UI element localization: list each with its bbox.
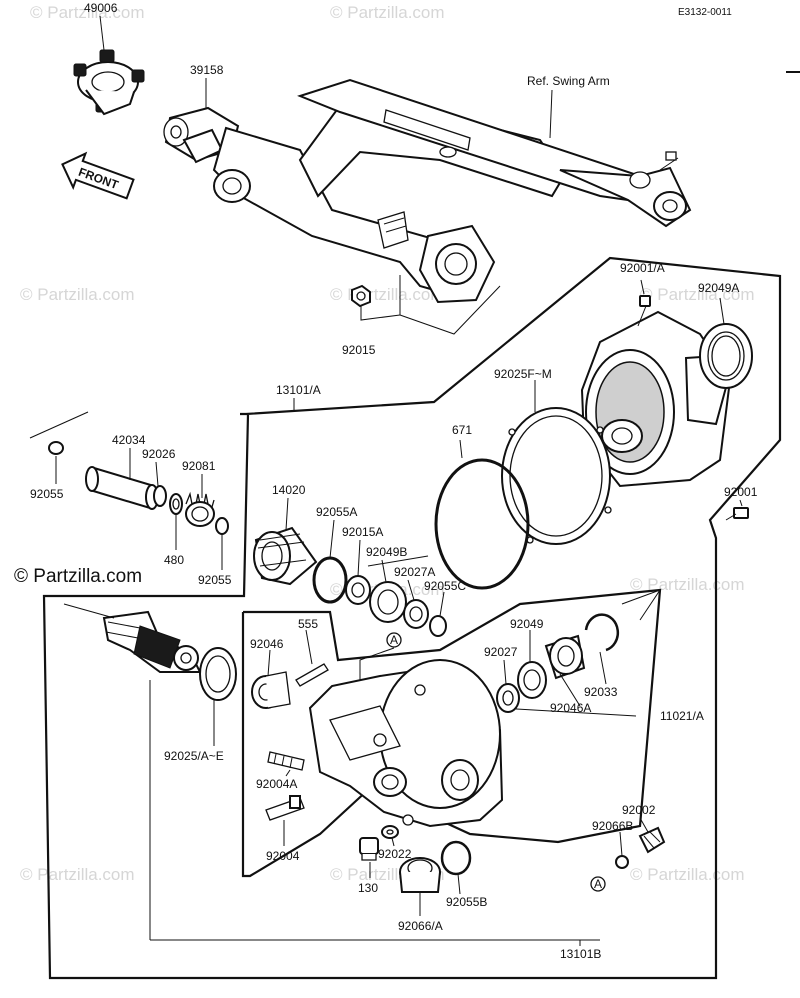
marker-a-text: A (594, 877, 602, 891)
part-92022-washer (381, 825, 399, 839)
callout-39158: 39158 (190, 63, 224, 77)
callout-671: 671 (452, 423, 472, 437)
callout-42034: 42034 (112, 433, 146, 447)
callout-92026: 92026 (142, 447, 176, 461)
frame-11021a (241, 588, 662, 878)
callout-92081: 92081 (182, 459, 216, 473)
watermark-text: © Partzilla.com (640, 285, 755, 304)
callout-92022: 92022 (378, 847, 412, 861)
callout-13101a: 13101/A (276, 383, 321, 397)
part-92049a-seal (699, 323, 753, 389)
callout-92033: 92033 (584, 685, 618, 699)
part-92015a-nut (345, 575, 371, 605)
callout-92049b: 92049B (366, 545, 407, 559)
part-92066b-cap (615, 855, 629, 869)
part-92081-spring (185, 491, 215, 527)
part-92046-bearing (251, 671, 291, 709)
callout-14020: 14020 (272, 483, 306, 497)
diagram-code: E3132-0011 (678, 7, 732, 18)
part-92004a-stud (267, 751, 305, 771)
watermark-text-dark: © Partzilla.com (14, 566, 142, 587)
part-92055c-oring (429, 615, 447, 637)
part-92027-collar (496, 683, 520, 713)
part-92025ae-shim (199, 647, 237, 701)
callout-92004: 92004 (266, 849, 300, 863)
watermark-text: © Partzilla.com (330, 3, 445, 22)
callout-92046: 92046 (250, 637, 284, 651)
watermark-text: © Partzilla.com (20, 285, 135, 304)
callout-92027: 92027 (484, 645, 518, 659)
watermark-text: © Partzilla.com (20, 865, 135, 884)
callout-92049a: 92049A (698, 281, 739, 295)
part-92049b-seal (369, 581, 407, 623)
part-pinion-gear (102, 610, 202, 673)
part-92015-nut (351, 284, 371, 308)
callout-92015: 92015 (342, 343, 376, 357)
marker-a-upper: A (386, 632, 402, 648)
part-92004-stud (265, 795, 305, 821)
callout-92066b: 92066B (592, 819, 633, 833)
callout-92001a: 92001/A (620, 261, 665, 275)
part-92027a-collar (403, 599, 429, 629)
swing-arm (163, 78, 692, 304)
part-92002-breather (638, 826, 666, 854)
part-92055-left-circlip (48, 441, 64, 455)
callout-92066a: 92066/A (398, 919, 443, 933)
marker-a-text: A (390, 633, 398, 647)
part-92066a-cap (399, 857, 441, 893)
callout-92055-left: 92055 (30, 487, 64, 501)
callout-92027a: 92027A (394, 565, 435, 579)
callout-92055a: 92055A (316, 505, 357, 519)
ref-swing-arm-label: Ref. Swing Arm (527, 74, 610, 88)
callout-92025fm: 92025F~M (494, 367, 552, 381)
callout-130: 130 (358, 881, 378, 895)
callout-480: 480 (164, 553, 184, 567)
part-92026-collar (153, 485, 167, 507)
part-92033-circlip (584, 613, 620, 652)
callout-92055c: 92055C (424, 579, 466, 593)
callout-92025ae: 92025/A~E (164, 749, 224, 763)
part-92046a-bearing (544, 634, 586, 680)
part-92025fm-gasket (501, 407, 612, 545)
part-555-pin (295, 663, 329, 687)
callout-92015a: 92015A (342, 525, 383, 539)
callout-11021a: 11021/A (660, 709, 704, 723)
callout-92002: 92002 (622, 803, 656, 817)
part-ring-gear-case (580, 310, 732, 488)
watermark-text: © Partzilla.com (30, 3, 145, 22)
callout-92055-mid: 92055 (198, 573, 232, 587)
frame-13101a (42, 256, 782, 980)
callout-555: 555 (298, 617, 318, 631)
part-130-plug (359, 837, 379, 861)
part-671-oring (434, 458, 530, 590)
marker-a-lower: A (590, 876, 606, 892)
callout-92046a: 92046A (550, 701, 591, 715)
callout-92001: 92001 (724, 485, 758, 499)
callout-49006: 49006 (84, 1, 118, 15)
part-92055-mid-circlip (215, 517, 229, 535)
watermark-text: © Partzilla.com (630, 865, 745, 884)
callout-92004a: 92004A (256, 777, 297, 791)
part-42034-shaft (85, 466, 159, 510)
part-11021a-housing (308, 659, 504, 828)
part-480-washer (169, 493, 183, 515)
callout-92055b: 92055B (446, 895, 487, 909)
part-92001-bolt (725, 507, 749, 521)
part-49006-coupling (73, 49, 145, 116)
front-arrow-icon: FRONT (61, 151, 135, 200)
part-92001a-bolt (637, 295, 651, 327)
part-14020-joint (253, 526, 318, 586)
part-92055b-oring (440, 840, 472, 876)
part-92049-seal (517, 661, 547, 699)
callout-13101b: 13101B (560, 947, 601, 961)
callout-92049: 92049 (510, 617, 544, 631)
